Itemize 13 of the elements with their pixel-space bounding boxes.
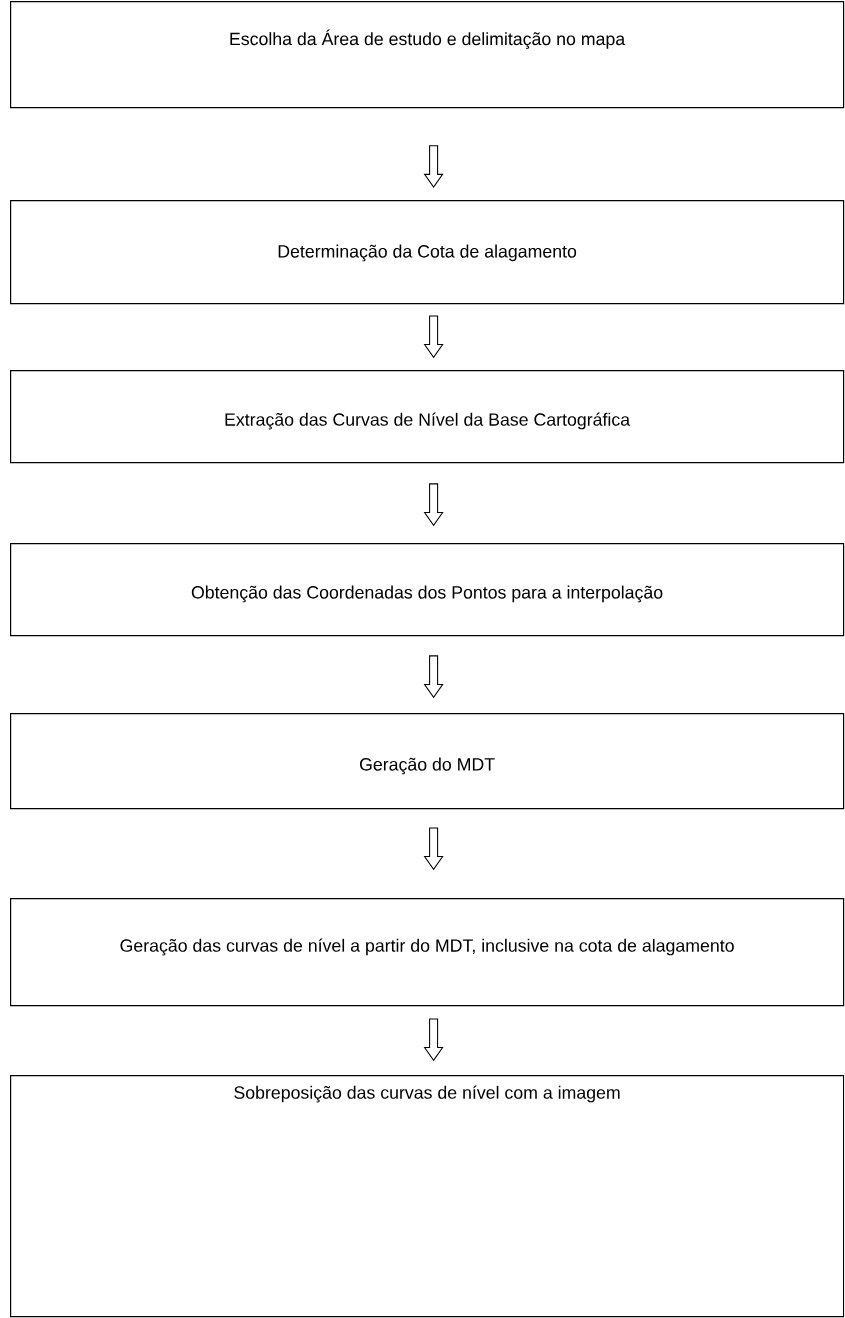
process-box: Escolha da Área de estudo e delimitação no mapa <box>10 1 845 109</box>
process-box: Geração das curvas de nível a partir do MDT, inclusive na cota de alagamento <box>10 898 845 1007</box>
process-box: Sobreposição das curvas de nível com a imagem <box>10 1075 845 1318</box>
arrow <box>423 1018 444 1062</box>
arrow <box>423 655 444 699</box>
process-box: Extração das Curvas de Nível da Base Cartográfica <box>10 370 845 464</box>
arrow <box>423 483 444 527</box>
arrow <box>423 315 444 359</box>
arrow <box>423 145 444 189</box>
process-box: Obtenção das Coordenadas dos Pontos para a interpolação <box>10 543 845 637</box>
arrow <box>423 827 444 871</box>
process-box: Determinação da Cota de alagamento <box>10 200 845 305</box>
process-box: Geração do MDT <box>10 713 845 810</box>
